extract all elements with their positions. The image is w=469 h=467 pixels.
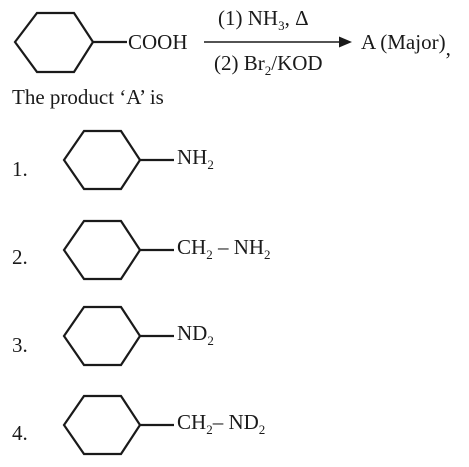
option-3-group: ND2 xyxy=(177,321,214,348)
trailing-comma: , xyxy=(445,36,451,60)
option-3-ring xyxy=(62,305,142,367)
option-4-ring xyxy=(62,394,142,456)
reaction-arrow-head xyxy=(339,36,352,48)
option-1-number[interactable]: 1. xyxy=(12,157,28,181)
option-4-group: CH2– ND2 xyxy=(177,410,266,437)
reagent-step-2: (2) Br2/KOD xyxy=(214,51,323,78)
option-1-ring xyxy=(62,129,142,191)
option-1-group: NH2 xyxy=(177,145,214,172)
product-label: A (Major), xyxy=(361,30,451,60)
option-4-number[interactable]: 4. xyxy=(12,421,28,445)
question-text: The product ‘A’ is xyxy=(12,85,164,109)
reactant-group: COOH xyxy=(128,30,188,54)
option-2-group: CH2 – NH2 xyxy=(177,235,271,262)
option-2-number[interactable]: 2. xyxy=(12,245,28,269)
option-2-ring xyxy=(62,219,142,281)
option-3-number[interactable]: 3. xyxy=(12,333,28,357)
reagent-step-1: (1) NH3, Δ xyxy=(218,6,309,33)
